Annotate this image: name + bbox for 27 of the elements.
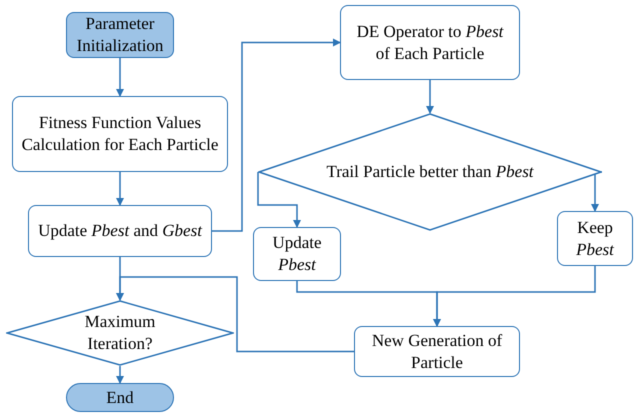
node-text: Trail Particle better than Pbest xyxy=(325,161,535,183)
node-text: Keep Pbest xyxy=(575,216,616,260)
node-text: Update Pbest xyxy=(271,232,323,276)
arrow xyxy=(116,58,124,97)
decision-diamond xyxy=(6,300,234,366)
arrow xyxy=(116,366,124,384)
arrow xyxy=(212,38,341,232)
arrow xyxy=(116,276,354,352)
node-text: Maximum Iteration? xyxy=(84,311,156,355)
process-box xyxy=(253,227,341,281)
end-terminal xyxy=(66,383,174,412)
node-text: Fitness Function Values Calculation for Each Particle xyxy=(20,112,220,156)
arrow xyxy=(426,80,434,114)
arrow xyxy=(257,172,301,228)
node-text: Parameter Initialization xyxy=(76,13,164,57)
start-box xyxy=(66,12,174,58)
process-box xyxy=(12,96,228,172)
process-box xyxy=(354,326,520,377)
node-text: New Generation of Particle xyxy=(370,330,504,374)
arrow xyxy=(433,266,596,327)
node-text: DE Operator to Pbest of Each Particle xyxy=(356,20,505,64)
process-box xyxy=(340,5,520,80)
arrow xyxy=(116,172,124,206)
node-text: End xyxy=(105,386,135,408)
process-box xyxy=(557,211,633,266)
process-box xyxy=(28,205,212,257)
node-text: Update Pbest and Gbest xyxy=(37,220,204,242)
